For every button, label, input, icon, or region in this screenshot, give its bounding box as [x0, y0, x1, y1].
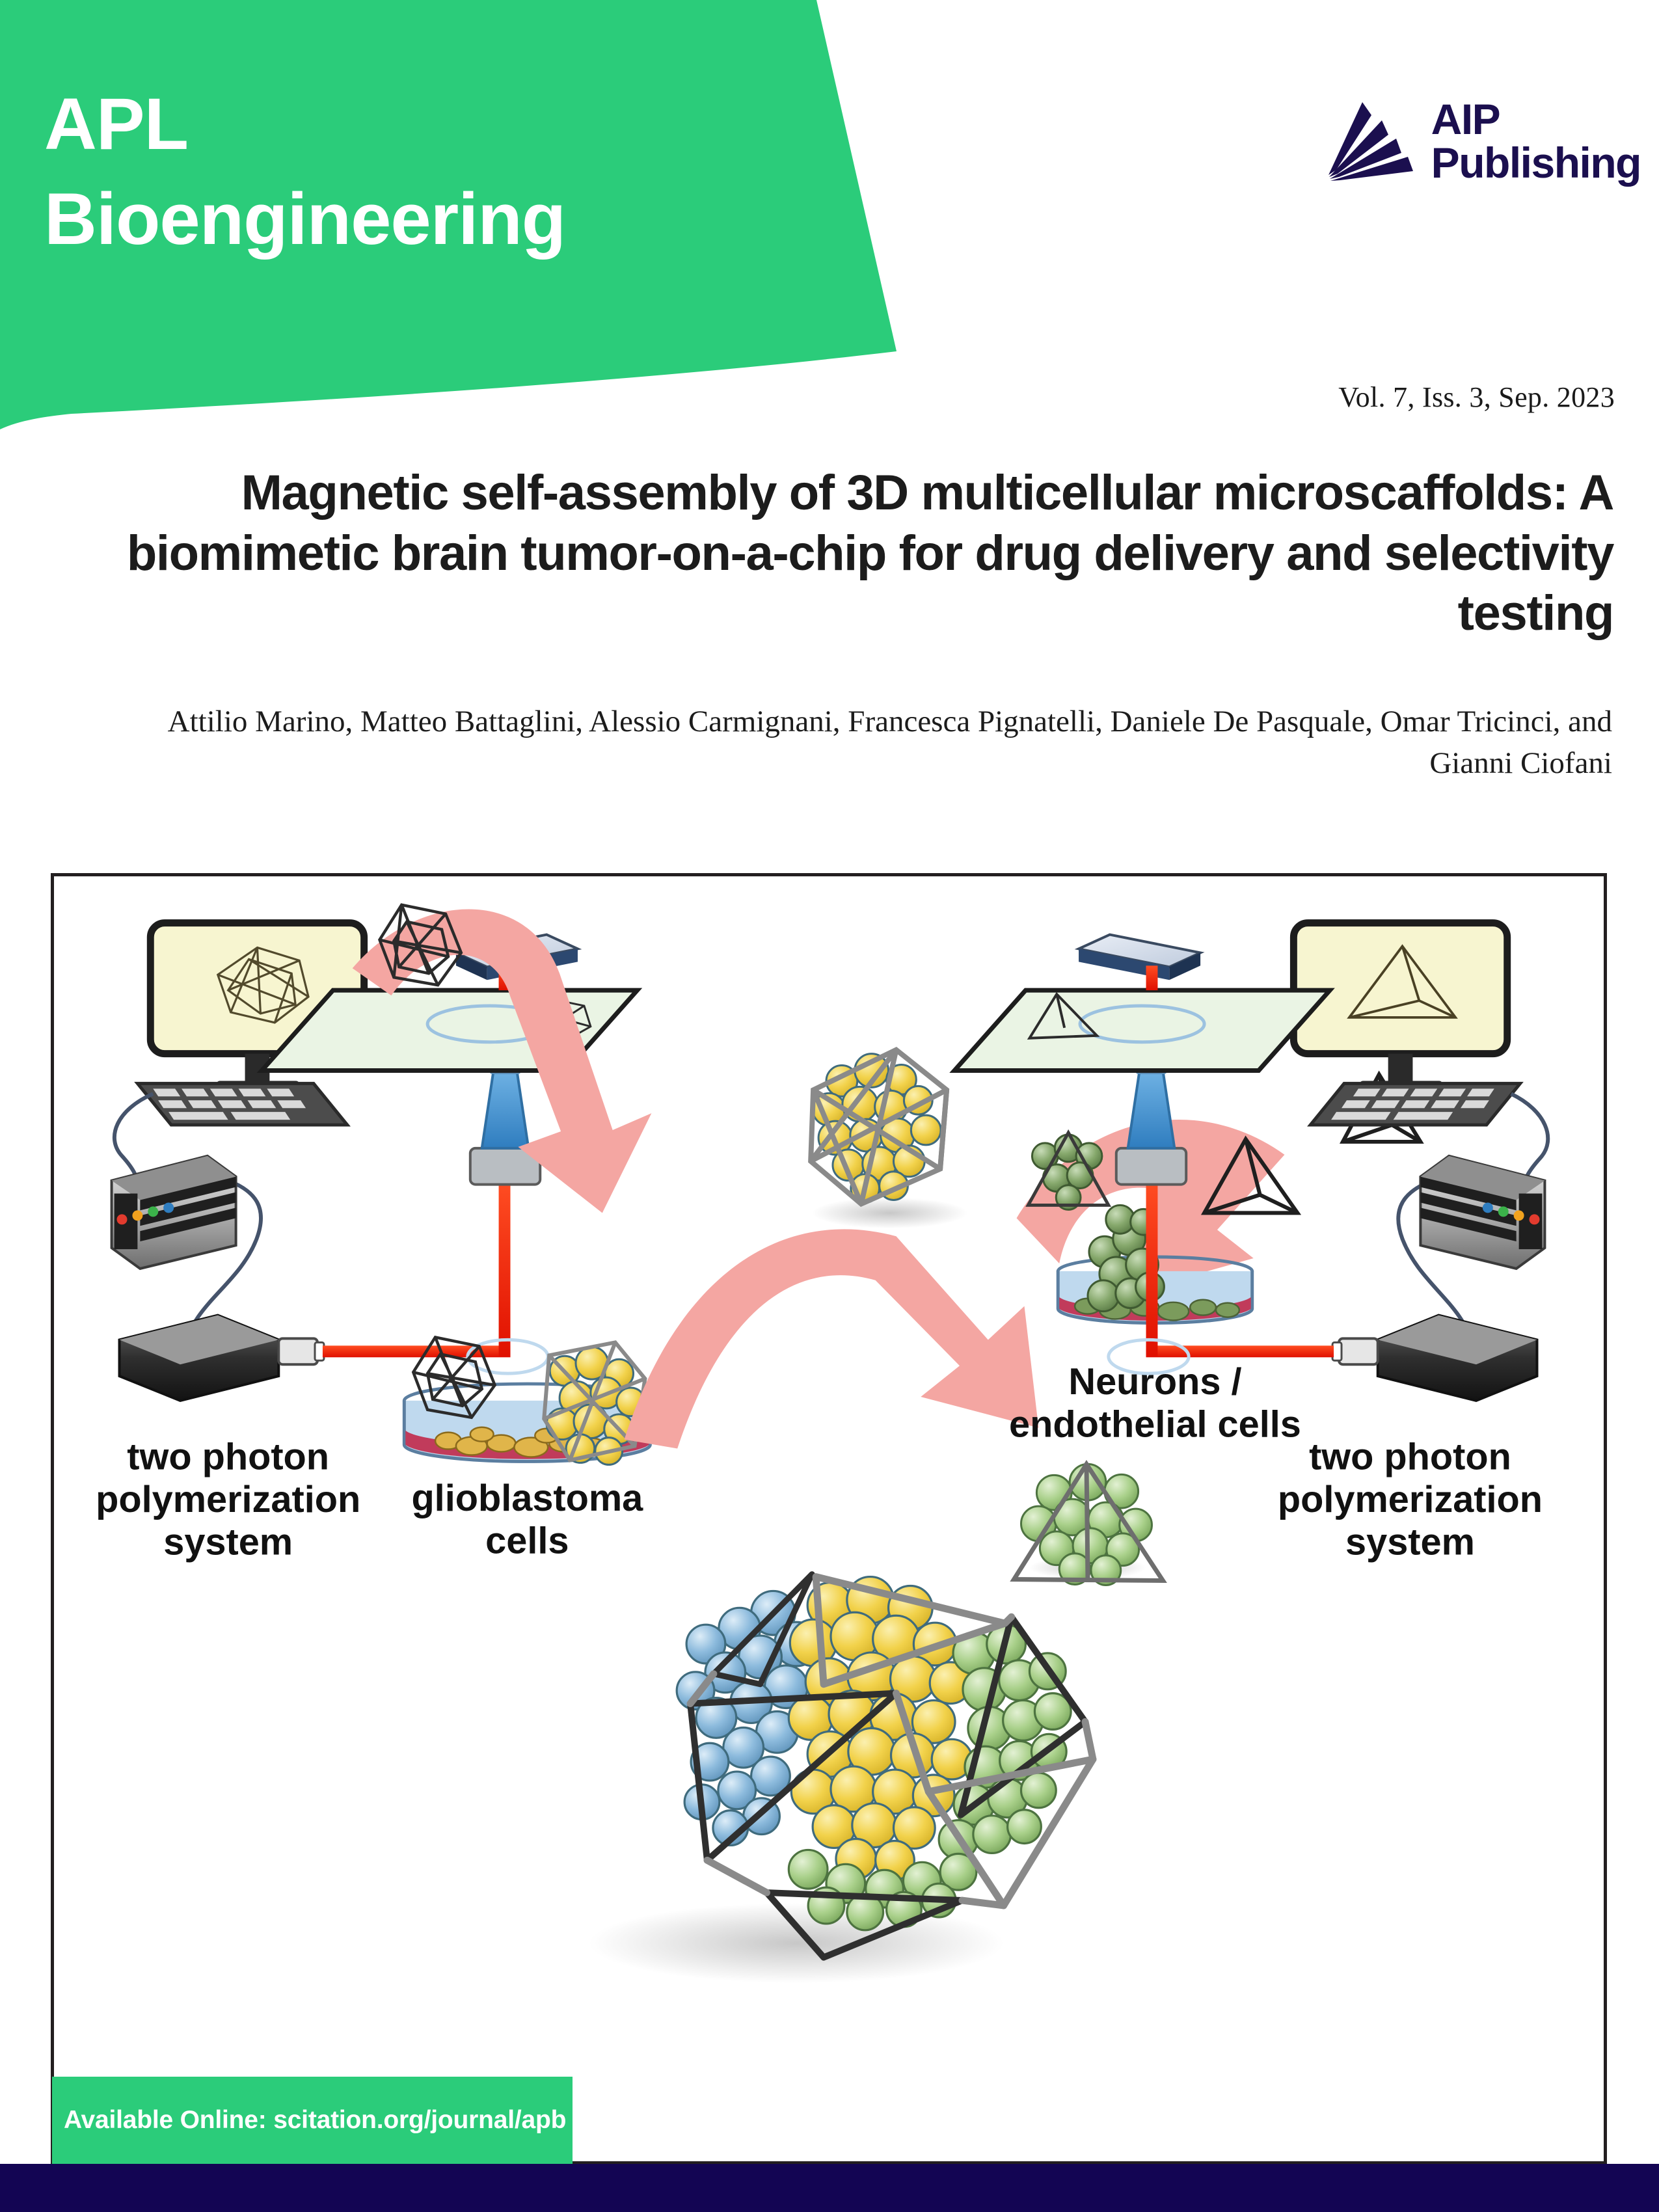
cover-figure-illustration: two photon polymerization system: [96, 903, 1550, 1984]
available-online-badge[interactable]: Available Online: scitation.org/journal/…: [52, 2077, 573, 2164]
svg-text:system: system: [163, 1522, 293, 1563]
scaffold-green-dropping: [1010, 1459, 1167, 1586]
left-objective-lens-icon: [468, 1058, 542, 1186]
right-laser-beam: [1107, 1180, 1334, 1375]
right-keyboard-icon: [1307, 1081, 1524, 1127]
svg-text:polymerization: polymerization: [1278, 1479, 1543, 1520]
left-system-label: two photon: [127, 1436, 329, 1477]
journal-title: APL Bioengineering: [44, 83, 566, 260]
aip-fan-rays-icon: [1328, 102, 1413, 182]
left-laser-source-icon: [118, 1314, 325, 1403]
arrow-dish-to-cage: [624, 1229, 1039, 1449]
article-authors: Attilio Marino, Matteo Battaglini, Aless…: [167, 705, 1612, 780]
right-monitor-icon: [1289, 919, 1511, 1094]
multicellular-microscaffold-assembly: [589, 1571, 1097, 1984]
scaffold-wireframe-top: [378, 903, 463, 987]
glioblastoma-label: glioblastoma: [411, 1477, 643, 1519]
article-title: Magnetic self-assembly of 3D multicellul…: [126, 465, 1615, 641]
aip-wordmark: AIP Publishing: [1431, 95, 1642, 187]
scaffold-loaded-glioblastoma: [542, 1340, 647, 1466]
svg-text:endothelial cells: endothelial cells: [1009, 1404, 1301, 1446]
left-controller-icon: [110, 1154, 237, 1271]
neurons-label: Neurons /: [1068, 1361, 1241, 1403]
neurons-endothelial-dish: Neurons / endothelial cells: [1009, 1129, 1301, 1446]
footer-bar: [0, 2164, 1659, 2212]
scaffold-loaded-midair: [808, 1046, 967, 1229]
svg-text:system: system: [1345, 1522, 1475, 1563]
right-controller-icon: [1419, 1154, 1546, 1271]
right-galvo-mirror-icon: [1074, 933, 1205, 980]
arrow-print-to-dish: [352, 909, 652, 1213]
right-system-label: two photon: [1309, 1436, 1511, 1477]
right-laser-source-icon: [1331, 1314, 1539, 1403]
cover-figure-frame: two photon polymerization system: [51, 873, 1607, 2165]
svg-text:cells: cells: [485, 1520, 569, 1562]
glioblastoma-dish: glioblastoma cells: [402, 1335, 652, 1562]
right-sample-stage: [949, 988, 1335, 1073]
svg-text:polymerization: polymerization: [96, 1479, 360, 1520]
right-two-photon-system: two photon polymerization system: [949, 919, 1550, 1563]
left-laser-beam: [322, 1180, 550, 1375]
volume-issue-line: Vol. 7, Iss. 3, Sep. 2023: [1338, 381, 1615, 413]
left-keyboard-icon: [134, 1081, 351, 1127]
available-online-text: Available Online: scitation.org/journal/…: [64, 2106, 567, 2134]
aip-publishing-logo: AIP Publishing: [1326, 95, 1642, 187]
